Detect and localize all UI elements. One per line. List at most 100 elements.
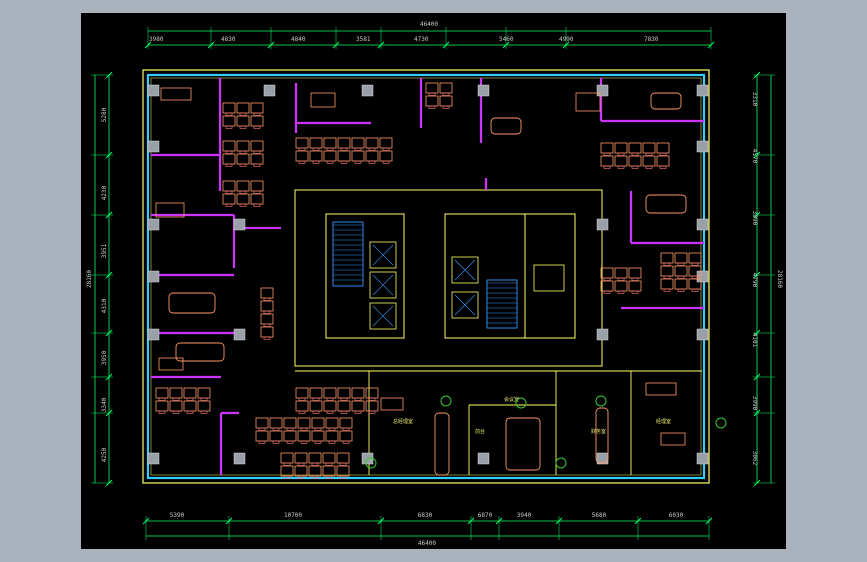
- desk: [425, 95, 439, 107]
- workstation-cluster: [600, 142, 670, 169]
- floor-plan-drawing: 46400 46400 28160 28160 3980 4830 4840 3…: [86, 21, 783, 547]
- chair: [311, 462, 319, 466]
- right-dim-6: 3990: [751, 396, 758, 411]
- plant: [595, 395, 607, 407]
- chair: [663, 275, 671, 279]
- chair: [631, 290, 639, 294]
- chair: [677, 275, 685, 279]
- chair: [253, 203, 261, 207]
- lounge-furniture: [158, 357, 184, 371]
- desk: [337, 150, 351, 162]
- structural-column: [233, 452, 246, 465]
- east-core: [444, 213, 526, 339]
- conference-table: [505, 417, 541, 471]
- chair: [297, 475, 305, 479]
- desk: [323, 387, 337, 399]
- core-corridor-outline: [294, 189, 603, 367]
- chair: [340, 397, 348, 401]
- desk: [688, 252, 702, 264]
- desk: [365, 150, 379, 162]
- structural-column: [233, 328, 246, 341]
- desk: [222, 180, 236, 192]
- desk: [337, 137, 351, 149]
- lounge-furniture: [575, 92, 601, 112]
- bottom-dim-3: 6830: [418, 512, 433, 519]
- desk: [656, 142, 670, 154]
- desk: [295, 400, 309, 412]
- chair: [663, 262, 671, 266]
- structural-column: [147, 218, 160, 231]
- desk: [600, 267, 614, 279]
- chair: [298, 147, 306, 151]
- desk: [425, 82, 439, 94]
- conference-table: [490, 117, 522, 135]
- lounge-furniture: [380, 397, 404, 411]
- left-dim-4: 4310: [101, 298, 108, 313]
- room-label-manager: 经理室: [656, 418, 671, 425]
- chair: [354, 160, 362, 164]
- desk: [614, 267, 628, 279]
- conference-table: [434, 412, 450, 476]
- furniture: [155, 82, 702, 479]
- desk: [255, 417, 269, 429]
- chair: [263, 323, 271, 327]
- desk: [197, 387, 211, 399]
- chair: [283, 475, 291, 479]
- chair: [258, 427, 266, 431]
- chair: [368, 410, 376, 414]
- desk: [628, 142, 642, 154]
- room-label-meeting: 会议室: [504, 396, 519, 403]
- chair: [368, 397, 376, 401]
- desk: [183, 400, 197, 412]
- room-label-reception: 前台: [475, 428, 485, 435]
- right-dim-2: 4570: [751, 149, 758, 164]
- workstation-cluster: [280, 452, 350, 479]
- chair: [297, 462, 305, 466]
- chair: [253, 125, 261, 129]
- desk: [255, 430, 269, 442]
- plant: [515, 397, 527, 409]
- left-dim-5: 3950: [101, 350, 108, 365]
- chair: [298, 410, 306, 414]
- chair: [283, 462, 291, 466]
- left-dim-2: 4230: [101, 185, 108, 200]
- lower-rooms: [295, 370, 702, 475]
- desk: [280, 452, 294, 464]
- desk: [439, 95, 453, 107]
- desk: [337, 387, 351, 399]
- chair: [382, 160, 390, 164]
- chair: [200, 397, 208, 401]
- desk: [351, 150, 365, 162]
- desk: [339, 430, 353, 442]
- desk: [337, 400, 351, 412]
- chair: [328, 440, 336, 444]
- workstation-cluster: [155, 387, 211, 414]
- chair: [603, 152, 611, 156]
- chair: [312, 410, 320, 414]
- desk: [339, 417, 353, 429]
- chair: [312, 160, 320, 164]
- desk: [439, 82, 453, 94]
- lounge-furniture: [160, 87, 192, 101]
- chair: [239, 112, 247, 116]
- desk: [250, 140, 264, 152]
- desk: [236, 180, 250, 192]
- structural-column: [696, 328, 709, 341]
- desk: [322, 465, 336, 477]
- desk: [236, 140, 250, 152]
- chair: [339, 462, 347, 466]
- top-dim-1: 3980: [149, 36, 164, 43]
- structural-column: [233, 218, 246, 231]
- desk: [280, 465, 294, 477]
- desk: [365, 387, 379, 399]
- cad-drawing-viewport[interactable]: 46400 46400 28160 28160 3980 4830 4840 3…: [81, 13, 786, 549]
- elevator-cross: [454, 259, 476, 281]
- west-stair: [332, 221, 364, 287]
- chair: [253, 190, 261, 194]
- plant: [715, 417, 727, 429]
- bottom-dim-1: 5390: [170, 512, 185, 519]
- chair: [382, 147, 390, 151]
- desk: [365, 137, 379, 149]
- elevators: [369, 241, 479, 330]
- chair: [312, 147, 320, 151]
